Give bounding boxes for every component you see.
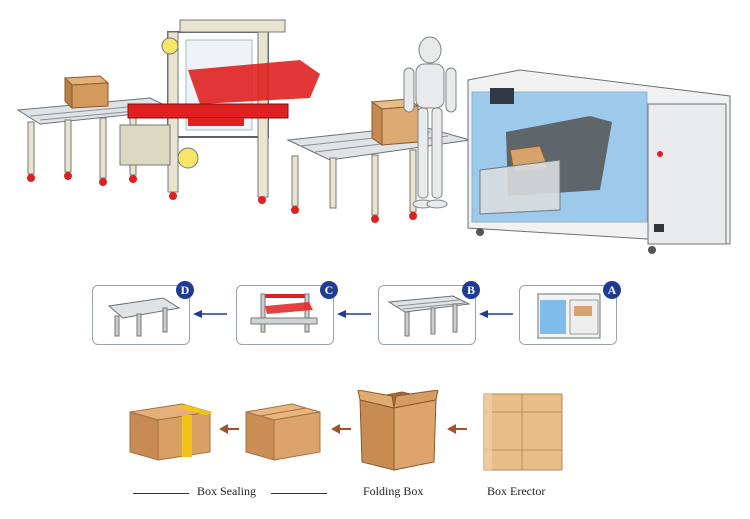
box-sealer-machine bbox=[119, 19, 320, 204]
box-arrow-1 bbox=[219, 424, 239, 434]
box-sealer-icon bbox=[250, 293, 318, 333]
flow-arrow-a-to-b bbox=[479, 310, 513, 318]
folding-box-image bbox=[357, 390, 439, 471]
step-badge-a: A bbox=[603, 281, 621, 299]
flat-box-image bbox=[483, 393, 563, 471]
step-badge-b: B bbox=[462, 281, 480, 299]
step-badge-c: C bbox=[320, 281, 338, 299]
flow-arrow-c-to-d bbox=[193, 310, 227, 318]
packaging-line-illustration bbox=[16, 19, 731, 254]
carton-left bbox=[63, 75, 110, 110]
caption-rule-left bbox=[133, 493, 189, 494]
step-badge-d: D bbox=[176, 281, 194, 299]
step-card-a: A bbox=[519, 281, 621, 345]
step-card-d: D bbox=[92, 281, 194, 345]
caption-box-erector: Box Erector bbox=[487, 484, 546, 498]
box-arrow-3 bbox=[447, 424, 467, 434]
box-arrow-2 bbox=[331, 424, 351, 434]
caption-box-sealing: Box Sealing bbox=[197, 484, 256, 498]
closed-box-image bbox=[245, 403, 321, 461]
sealed-box-conveyor-icon bbox=[107, 297, 181, 337]
caption-folding-box: Folding Box bbox=[363, 484, 424, 498]
box-erector-icon bbox=[537, 293, 601, 339]
roller-conveyor-icon bbox=[387, 295, 471, 337]
caption-rule-right bbox=[271, 493, 327, 494]
step-card-b: B bbox=[378, 281, 480, 345]
sealed-box-image bbox=[129, 403, 214, 461]
flow-arrow-b-to-c bbox=[337, 310, 371, 318]
step-card-c: C bbox=[236, 281, 338, 345]
box-erector-machine bbox=[467, 69, 731, 254]
humanoid-robot bbox=[403, 36, 457, 209]
